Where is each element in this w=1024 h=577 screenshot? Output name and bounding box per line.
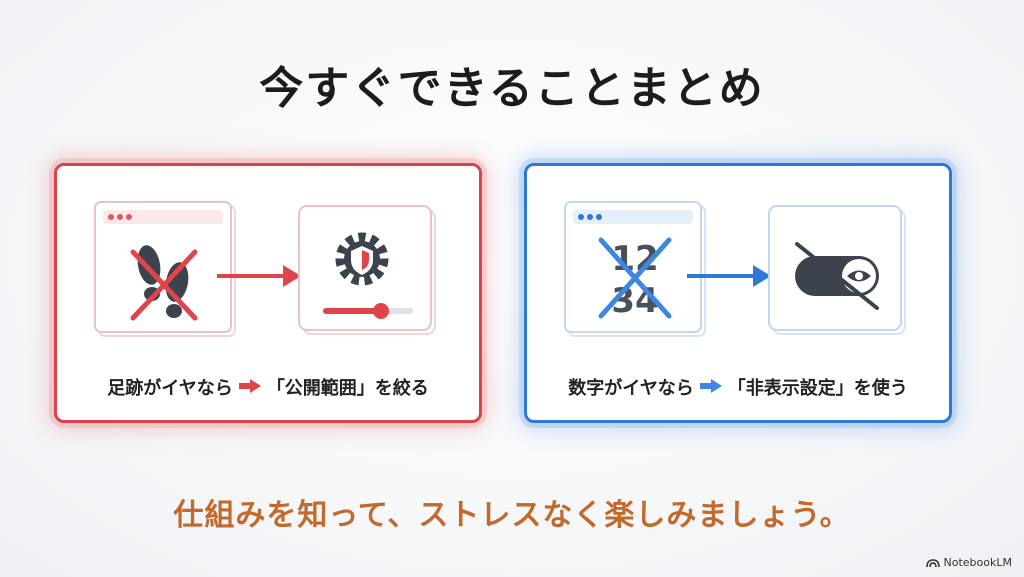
brand-label: NotebookLM bbox=[943, 556, 1012, 569]
notebooklm-logo-icon bbox=[925, 558, 940, 567]
page-title: 今すぐできることまとめ bbox=[259, 63, 765, 114]
caption-condition-text: 数字がイヤなら bbox=[568, 378, 694, 399]
privacy-slider bbox=[323, 303, 413, 319]
right-arrow-icon bbox=[217, 265, 301, 287]
caption-action-text: 「非表示設定」を使う bbox=[727, 378, 908, 399]
footprints-crossed-icon bbox=[130, 245, 198, 321]
caption-condition-text: 足跡がイヤなら bbox=[107, 378, 233, 399]
eye-off-toggle-icon bbox=[795, 242, 879, 310]
red-arrow-icon bbox=[238, 377, 261, 398]
footprint-tip-graphic bbox=[94, 201, 436, 337]
numbers-crossed-icon: 12 34 bbox=[598, 237, 672, 321]
blue-arrow-icon bbox=[699, 377, 722, 398]
right-arrow-icon bbox=[687, 265, 771, 287]
gear-shield-icon bbox=[335, 232, 389, 286]
browser-window-frame bbox=[94, 201, 236, 337]
footprint-tip-card: 足跡がイヤなら 「公開範囲」を絞る bbox=[54, 163, 482, 423]
svg-text:34: 34 bbox=[611, 281, 658, 321]
browser-window-frame bbox=[564, 201, 706, 337]
notebooklm-brand: NotebookLM bbox=[925, 556, 1012, 569]
caption-action-text: 「公開範囲」を絞る bbox=[266, 378, 429, 399]
closing-tagline: 仕組みを知って、ストレスなく楽しみましょう。 bbox=[173, 498, 851, 533]
numbers-tip-graphic: 12 34 bbox=[564, 201, 906, 337]
numbers-tip-card: 12 34 数字がイヤなら 「非表示設定」を使う bbox=[524, 163, 952, 423]
numbers-tip-caption: 数字がイヤなら 「非表示設定」を使う bbox=[527, 374, 949, 401]
footprint-tip-caption: 足跡がイヤなら 「公開範囲」を絞る bbox=[57, 374, 479, 401]
